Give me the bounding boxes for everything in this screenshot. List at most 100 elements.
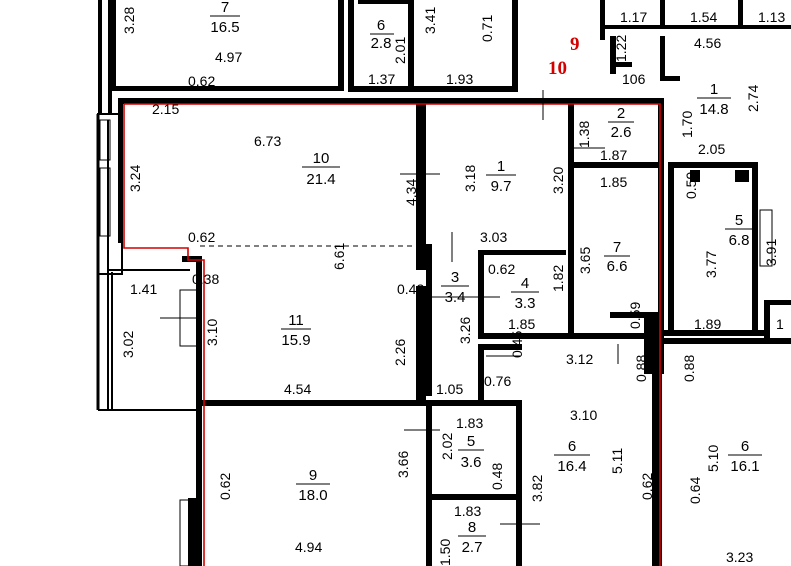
room-label: 10 21.4: [302, 150, 340, 188]
dimension-lines: [160, 90, 619, 525]
dimension-label: 3.28: [121, 7, 137, 34]
dimension-label: 3.91: [763, 239, 779, 266]
dimension-label: 2.15: [152, 101, 179, 117]
svg-text:14.8: 14.8: [699, 101, 728, 118]
dimension-label: 6.61: [331, 243, 347, 270]
svg-text:11: 11: [288, 312, 304, 329]
apartment-highlight-outline-right: [124, 103, 661, 566]
svg-text:7: 7: [613, 239, 621, 256]
svg-text:2.8: 2.8: [371, 35, 392, 52]
svg-text:3.6: 3.6: [461, 454, 482, 471]
dimension-labels: 3.28 3.41 0.71 1.17 1.54 1.13 4.97 2.01 …: [120, 7, 785, 566]
dimension-label: 0.42: [397, 281, 424, 297]
dimension-label: 4.97: [215, 49, 242, 65]
dimension-label: 1.37: [368, 71, 395, 87]
dimension-label: 3.41: [422, 7, 438, 34]
svg-text:9: 9: [309, 467, 317, 484]
apartment-highlight-outline: [123, 104, 205, 566]
room-label: 114.8: [697, 81, 731, 118]
dimension-label: 1.13: [758, 9, 785, 25]
svg-text:6.6: 6.6: [607, 258, 628, 275]
dimension-label: 4.34: [403, 179, 419, 206]
dimension-label: 3.12: [566, 351, 593, 367]
room-label: 11 15.9: [281, 312, 311, 349]
svg-text:21.4: 21.4: [306, 171, 335, 188]
dimension-label: 1.87: [600, 147, 627, 163]
dimension-label: 1.83: [456, 415, 483, 431]
svg-text:9.7: 9.7: [491, 178, 512, 195]
room-label: 616.4: [554, 438, 590, 475]
svg-text:10: 10: [313, 150, 330, 167]
dimension-label: 0.64: [687, 477, 703, 504]
dimension-label: 0.62: [188, 229, 215, 245]
room-label: 616.1: [728, 438, 762, 475]
dimension-label: 5.11: [609, 448, 625, 474]
dimension-label: 0.62: [188, 73, 215, 89]
room-label: 53.6: [458, 433, 484, 471]
svg-text:6.8: 6.8: [729, 232, 750, 249]
dimension-label: 3.03: [480, 229, 507, 245]
dimension-label: 1.82: [550, 265, 566, 292]
dimension-label: 1: [776, 316, 784, 332]
dimension-label: 6.73: [254, 133, 281, 149]
dimension-label: 0.62: [639, 473, 655, 500]
dimension-label: 1.17: [620, 9, 647, 25]
svg-text:2.7: 2.7: [462, 539, 483, 556]
dimension-label: 3.26: [457, 317, 473, 344]
dimension-label: 0.59: [627, 302, 643, 329]
dimension-label: 1.50: [437, 539, 453, 566]
dimension-label: 2.02: [439, 433, 455, 460]
dimension-label: 0.45: [509, 331, 525, 358]
room-label: 918.0: [296, 467, 330, 504]
svg-text:18.0: 18.0: [298, 487, 327, 504]
svg-text:1: 1: [710, 81, 718, 98]
svg-text:15.9: 15.9: [281, 332, 310, 349]
svg-text:2: 2: [617, 105, 625, 122]
dimension-label: 1.22: [613, 35, 629, 62]
dimension-label: 0.62: [488, 261, 515, 277]
dimension-label: 2.01: [392, 37, 408, 64]
svg-text:1: 1: [497, 158, 505, 175]
dimension-label: 4.56: [694, 35, 721, 51]
dimension-label: 0.76: [484, 373, 511, 389]
dimension-label: 0.71: [479, 15, 495, 42]
dimension-label: 3.66: [395, 451, 411, 478]
dimension-label: 0.88: [633, 355, 649, 382]
dimension-label: 4.94: [295, 539, 322, 555]
svg-text:16.4: 16.4: [557, 458, 586, 475]
dimension-label: 1.41: [130, 281, 157, 297]
svg-text:7: 7: [221, 0, 229, 16]
dimension-label: 1.70: [679, 111, 695, 138]
dimension-label: 1.89: [694, 316, 721, 332]
dimension-label: 2.26: [392, 339, 408, 366]
dimension-label: 5.10: [705, 445, 721, 472]
svg-text:16.5: 16.5: [210, 19, 239, 36]
room-label: 82.7: [458, 519, 486, 556]
dimension-label: 0.88: [681, 355, 697, 382]
svg-text:3: 3: [451, 269, 459, 286]
dimension-label: 0.38: [192, 271, 219, 287]
dimension-label: 1.85: [600, 174, 627, 190]
dimension-label: 0.59: [683, 172, 699, 199]
svg-text:5: 5: [735, 212, 743, 229]
dimension-label: 106: [622, 71, 646, 87]
room-label: 43.3: [511, 275, 539, 312]
dimension-label: 1.93: [446, 71, 473, 87]
svg-text:5: 5: [467, 433, 475, 450]
dimension-label: 0.48: [489, 463, 505, 490]
dimension-label: 3.77: [703, 251, 719, 278]
dimension-label: 3.10: [204, 319, 220, 346]
room-label: 56.8: [725, 212, 753, 249]
dimension-label: 3.23: [726, 549, 753, 565]
svg-text:4: 4: [521, 275, 529, 292]
dimension-label: 3.65: [577, 247, 593, 274]
section-marker-10: 10: [548, 58, 567, 79]
dimension-label: 1.83: [454, 503, 481, 519]
dimension-label: 0.62: [217, 473, 233, 500]
dimension-label: 3.24: [127, 165, 143, 192]
dimension-label: 1.85: [508, 316, 535, 332]
svg-text:6: 6: [377, 17, 385, 34]
room-label: 62.8: [370, 17, 394, 52]
svg-text:2.6: 2.6: [611, 124, 632, 141]
